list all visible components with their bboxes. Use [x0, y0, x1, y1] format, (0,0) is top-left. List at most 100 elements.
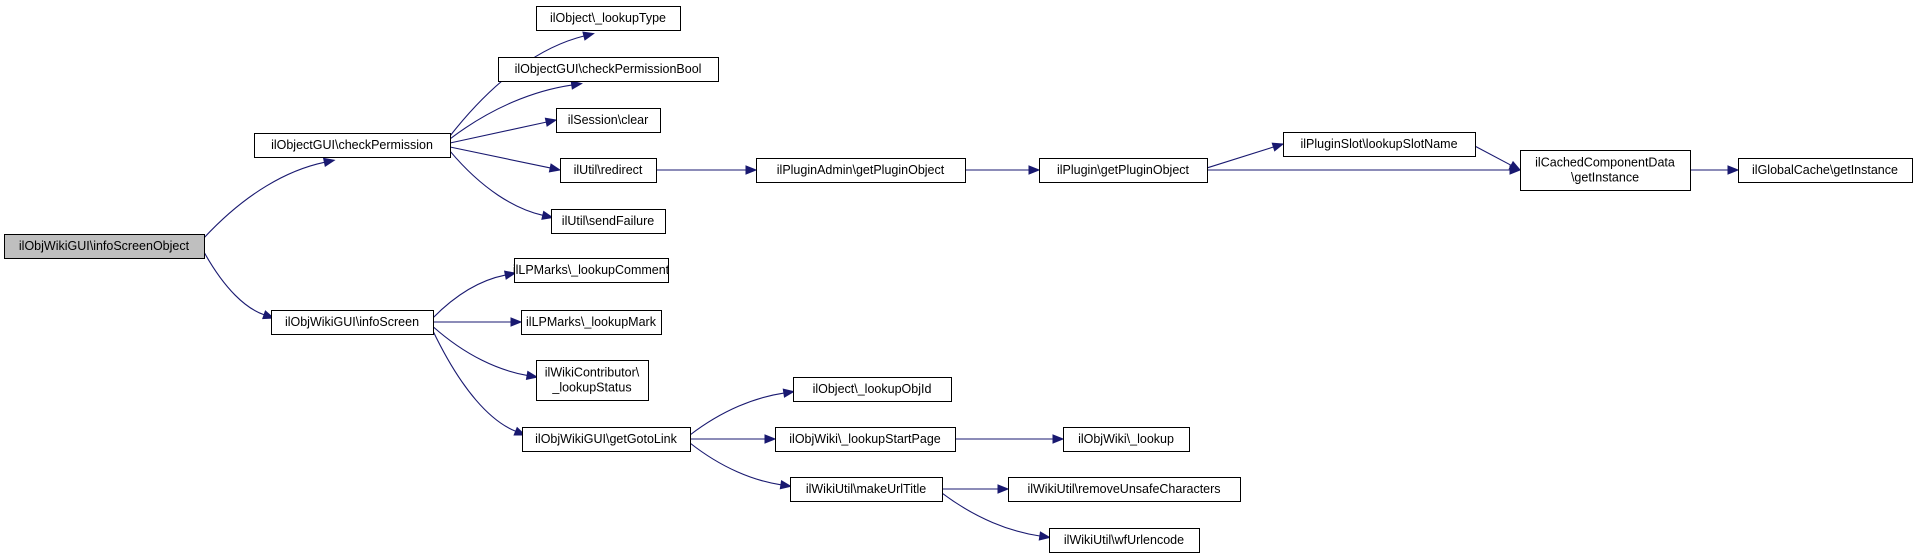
- edge-n12-n16: [432, 330, 527, 436]
- arrowhead: [525, 370, 539, 380]
- node-n9[interactable]: ilPluginSlot\lookupSlotName: [1283, 132, 1476, 157]
- node-n16[interactable]: ilObjWikiGUI\getGotoLink: [522, 427, 691, 452]
- nodes-layer: ilObjWikiGUI\infoScreenObject ilObjectGUI…: [4, 6, 1913, 553]
- node-box: [1039, 158, 1208, 183]
- edge-line: [449, 150, 543, 216]
- node-label: \getInstance: [1571, 171, 1639, 185]
- node-label: ilUtil\sendFailure: [562, 214, 654, 228]
- edge-line: [203, 251, 265, 316]
- edge-n12-n13: [432, 270, 517, 319]
- arrowhead: [782, 388, 796, 398]
- edge-line: [1206, 146, 1274, 169]
- node-n10[interactable]: ilCachedComponentData\getInstance: [1520, 150, 1691, 191]
- edge-line: [689, 442, 781, 486]
- node-n14[interactable]: ilLPMarks\_lookupMark: [521, 310, 662, 335]
- arrowhead: [582, 31, 595, 41]
- edge-n20-n21: [942, 484, 1010, 494]
- node-box: [1520, 150, 1691, 191]
- node-box: [756, 158, 966, 183]
- node-n6[interactable]: ilUtil\sendFailure: [551, 209, 666, 234]
- arrowhead: [764, 434, 777, 444]
- arrowhead: [779, 480, 793, 490]
- edges-layer: [203, 31, 1740, 541]
- node-label: ilLPMarks\_lookupMark: [526, 315, 657, 329]
- node-n1[interactable]: ilObjectGUI\checkPermission: [254, 133, 451, 158]
- node-box: [790, 477, 943, 502]
- edge-line: [941, 492, 1040, 537]
- edge-line: [203, 161, 325, 239]
- edge-n20-n22: [941, 492, 1052, 541]
- edge-line: [449, 121, 547, 144]
- edge-n16-n20: [689, 442, 793, 490]
- edge-n0-n1: [203, 157, 336, 239]
- node-n11[interactable]: ilGlobalCache\getInstance: [1738, 158, 1913, 183]
- edge-n1-n3: [449, 80, 583, 140]
- node-label: ilObject\_lookupType: [550, 11, 666, 25]
- node-n5[interactable]: ilUtil\redirect: [560, 158, 657, 183]
- node-label: ilObject\_lookupObjId: [813, 382, 932, 396]
- node-label: ilObjWikiGUI\infoScreen: [285, 315, 419, 329]
- node-n18[interactable]: ilObjWiki\_lookupStartPage: [775, 427, 956, 452]
- edge-n16-n17: [689, 388, 796, 436]
- arrowhead: [1028, 165, 1041, 175]
- node-label: ilObjWikiGUI\getGotoLink: [535, 432, 677, 446]
- node-n17[interactable]: ilObject\_lookupObjId: [793, 377, 952, 402]
- edge-n10-n11: [1690, 165, 1740, 175]
- arrowhead: [1727, 165, 1740, 175]
- edge-line: [1474, 145, 1512, 166]
- arrowhead: [745, 165, 758, 175]
- node-box: [560, 158, 657, 183]
- arrowhead: [503, 270, 517, 280]
- edge-n18-n19: [955, 434, 1065, 444]
- node-label: ilPluginSlot\lookupSlotName: [1300, 137, 1457, 151]
- node-label: ilWikiUtil\makeUrlTitle: [806, 482, 926, 496]
- node-n12[interactable]: ilObjWikiGUI\infoScreen: [271, 310, 434, 335]
- node-label: ilUtil\redirect: [574, 163, 643, 177]
- node-n0[interactable]: ilObjWikiGUI\infoScreenObject: [4, 234, 205, 259]
- node-box: [793, 377, 952, 402]
- arrowhead: [541, 210, 554, 220]
- node-label: ilPluginAdmin\getPluginObject: [777, 163, 945, 177]
- arrowhead: [1038, 531, 1052, 541]
- node-label: ilObjWiki\_lookupStartPage: [789, 432, 941, 446]
- node-label: ilGlobalCache\getInstance: [1752, 163, 1898, 177]
- node-box: [1008, 477, 1241, 502]
- node-n7[interactable]: ilPluginAdmin\getPluginObject: [756, 158, 966, 183]
- node-n15[interactable]: ilWikiContributor\_lookupStatus: [536, 360, 649, 401]
- node-box: [536, 6, 681, 31]
- node-box: [514, 258, 669, 283]
- node-box: [498, 57, 719, 82]
- node-box: [522, 427, 691, 452]
- edge-n0-n12: [203, 251, 275, 320]
- node-box: [536, 360, 649, 401]
- edge-n9-n10: [1474, 145, 1522, 171]
- node-n8[interactable]: ilPlugin\getPluginObject: [1039, 158, 1208, 183]
- node-box: [1063, 427, 1190, 452]
- node-label: ilWikiUtil\wfUrlencode: [1064, 533, 1184, 547]
- edge-line: [689, 392, 784, 436]
- node-n20[interactable]: ilWikiUtil\makeUrlTitle: [790, 477, 943, 502]
- node-label: ilObjectGUI\checkPermissionBool: [515, 62, 702, 76]
- arrowhead: [262, 310, 275, 320]
- arrowhead: [510, 317, 523, 327]
- node-n4[interactable]: ilSession\clear: [556, 108, 661, 133]
- arrowhead: [1508, 160, 1522, 171]
- node-label: ilObjWiki\_lookup: [1078, 432, 1174, 446]
- node-label: _lookupStatus: [551, 381, 631, 395]
- arrowhead: [548, 163, 562, 173]
- node-box: [551, 209, 666, 234]
- node-n22[interactable]: ilWikiUtil\wfUrlencode: [1049, 528, 1200, 553]
- edge-n16-n18: [690, 434, 777, 444]
- node-n13[interactable]: ilLPMarks\_lookupComment: [513, 258, 670, 283]
- edge-n7-n8: [965, 165, 1041, 175]
- node-n2[interactable]: ilObject\_lookupType: [536, 6, 681, 31]
- edge-n12-n15: [432, 326, 539, 380]
- node-box: [1738, 158, 1913, 183]
- node-n3[interactable]: ilObjectGUI\checkPermissionBool: [498, 57, 719, 82]
- arrowhead: [997, 484, 1010, 494]
- node-label: ilObjWikiGUI\infoScreenObject: [19, 239, 190, 253]
- node-n19[interactable]: ilObjWiki\_lookup: [1063, 427, 1190, 452]
- node-n21[interactable]: ilWikiUtil\removeUnsafeCharacters: [1008, 477, 1241, 502]
- edge-n5-n7: [656, 165, 758, 175]
